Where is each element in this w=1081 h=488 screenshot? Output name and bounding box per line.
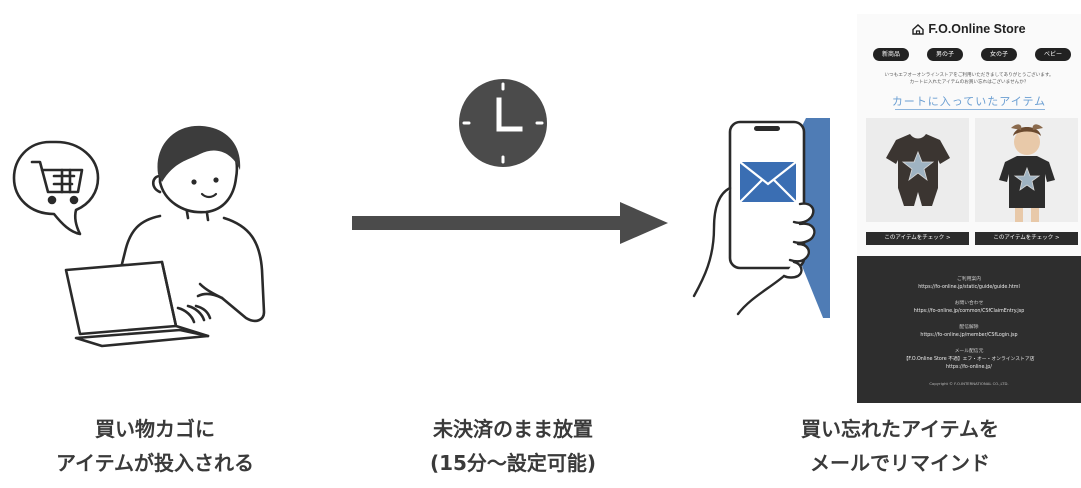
intro-line-2: カートに入れたアイテムのお買い忘れはございませんか？: [909, 80, 1029, 85]
flow-arrow: [352, 202, 668, 244]
footer-sender-name: 【F.O.Online Store 不適】エフ・オー・オンラインストア店: [903, 357, 1035, 362]
footer-heading-unsubscribe: 配信解除: [959, 325, 979, 330]
caption-step-1: 買い物カゴに アイテムが投入される: [40, 412, 270, 480]
intro-line-1: いつもエフオーオンラインストアをご利用いただきましてありがとうございます。: [884, 73, 1054, 78]
check-item-button-2[interactable]: このアイテムをチェック >: [975, 232, 1078, 245]
store-name: F.O.Online Store: [928, 22, 1026, 36]
email-footer: ご利用案内 https://fo-online.jp/static/guide/…: [857, 256, 1081, 403]
footer-link-contact[interactable]: https://fo-online.jp/common/CSfClaimEntr…: [913, 309, 1025, 314]
footer-heading-sender: メール配信元: [954, 349, 984, 354]
nav-pill-boys[interactable]: 男の子: [927, 48, 963, 61]
phone-hand-illustration: [692, 118, 830, 318]
caption-step-2: 未決済のまま放置 (15分〜設定可能): [398, 412, 628, 480]
footer-heading-contact: お問い合わせ: [954, 301, 984, 306]
footer-heading-guide: ご利用案内: [957, 277, 981, 282]
copyright: Copyright © F.O.INTERNATIONAL CO.,LTD.: [929, 381, 1009, 386]
cart-items-headline: カートに入っていたアイテム: [891, 95, 1047, 108]
caption-step-1-line-2: アイテムが投入される: [56, 451, 254, 475]
headline-divider: [895, 109, 1045, 110]
check-item-button-1[interactable]: このアイテムをチェック >: [866, 232, 969, 245]
footer-link-home[interactable]: https://fo-online.jp/: [946, 365, 992, 370]
clock-icon: [459, 79, 547, 167]
store-header: F.O.Online Store: [857, 22, 1081, 36]
caption-step-2-line-2: (15分〜設定可能): [429, 451, 597, 475]
email-intro: いつもエフオーオンラインストアをご利用いただきましてありがとうございます。 カー…: [857, 72, 1081, 86]
caption-step-3: 買い忘れたアイテムを メールでリマインド: [780, 412, 1020, 480]
caption-step-3-line-2: メールでリマインド: [810, 451, 990, 475]
star-icon: [901, 150, 935, 182]
product-image-kid-tee[interactable]: [975, 118, 1078, 222]
cart-icon: [30, 160, 84, 205]
caption-step-2-line-1: 未決済のまま放置: [433, 417, 593, 441]
nav-pill-new[interactable]: 新商品: [873, 48, 909, 61]
person-laptop-illustration: [12, 125, 266, 348]
caption-step-1-line-1: 買い物カゴに: [95, 417, 215, 441]
footer-link-guide[interactable]: https://fo-online.jp/static/guide/guide.…: [918, 285, 1020, 290]
footer-link-unsubscribe[interactable]: https://fo-online.jp/member/CSfLogin.jsp: [920, 333, 1018, 338]
email-preview: F.O.Online Store 新商品 男の子 女の子 ベビー いつもエフオー…: [857, 14, 1081, 403]
nav-pill-girls[interactable]: 女の子: [981, 48, 1017, 61]
nav-pill-baby[interactable]: ベビー: [1035, 48, 1071, 61]
mail-icon: [739, 161, 797, 203]
home-icon: [912, 24, 925, 35]
caption-step-3-line-1: 買い忘れたアイテムを: [801, 417, 999, 441]
product-image-romper[interactable]: [866, 118, 969, 222]
email-body: F.O.Online Store 新商品 男の子 女の子 ベビー いつもエフオー…: [857, 14, 1081, 256]
